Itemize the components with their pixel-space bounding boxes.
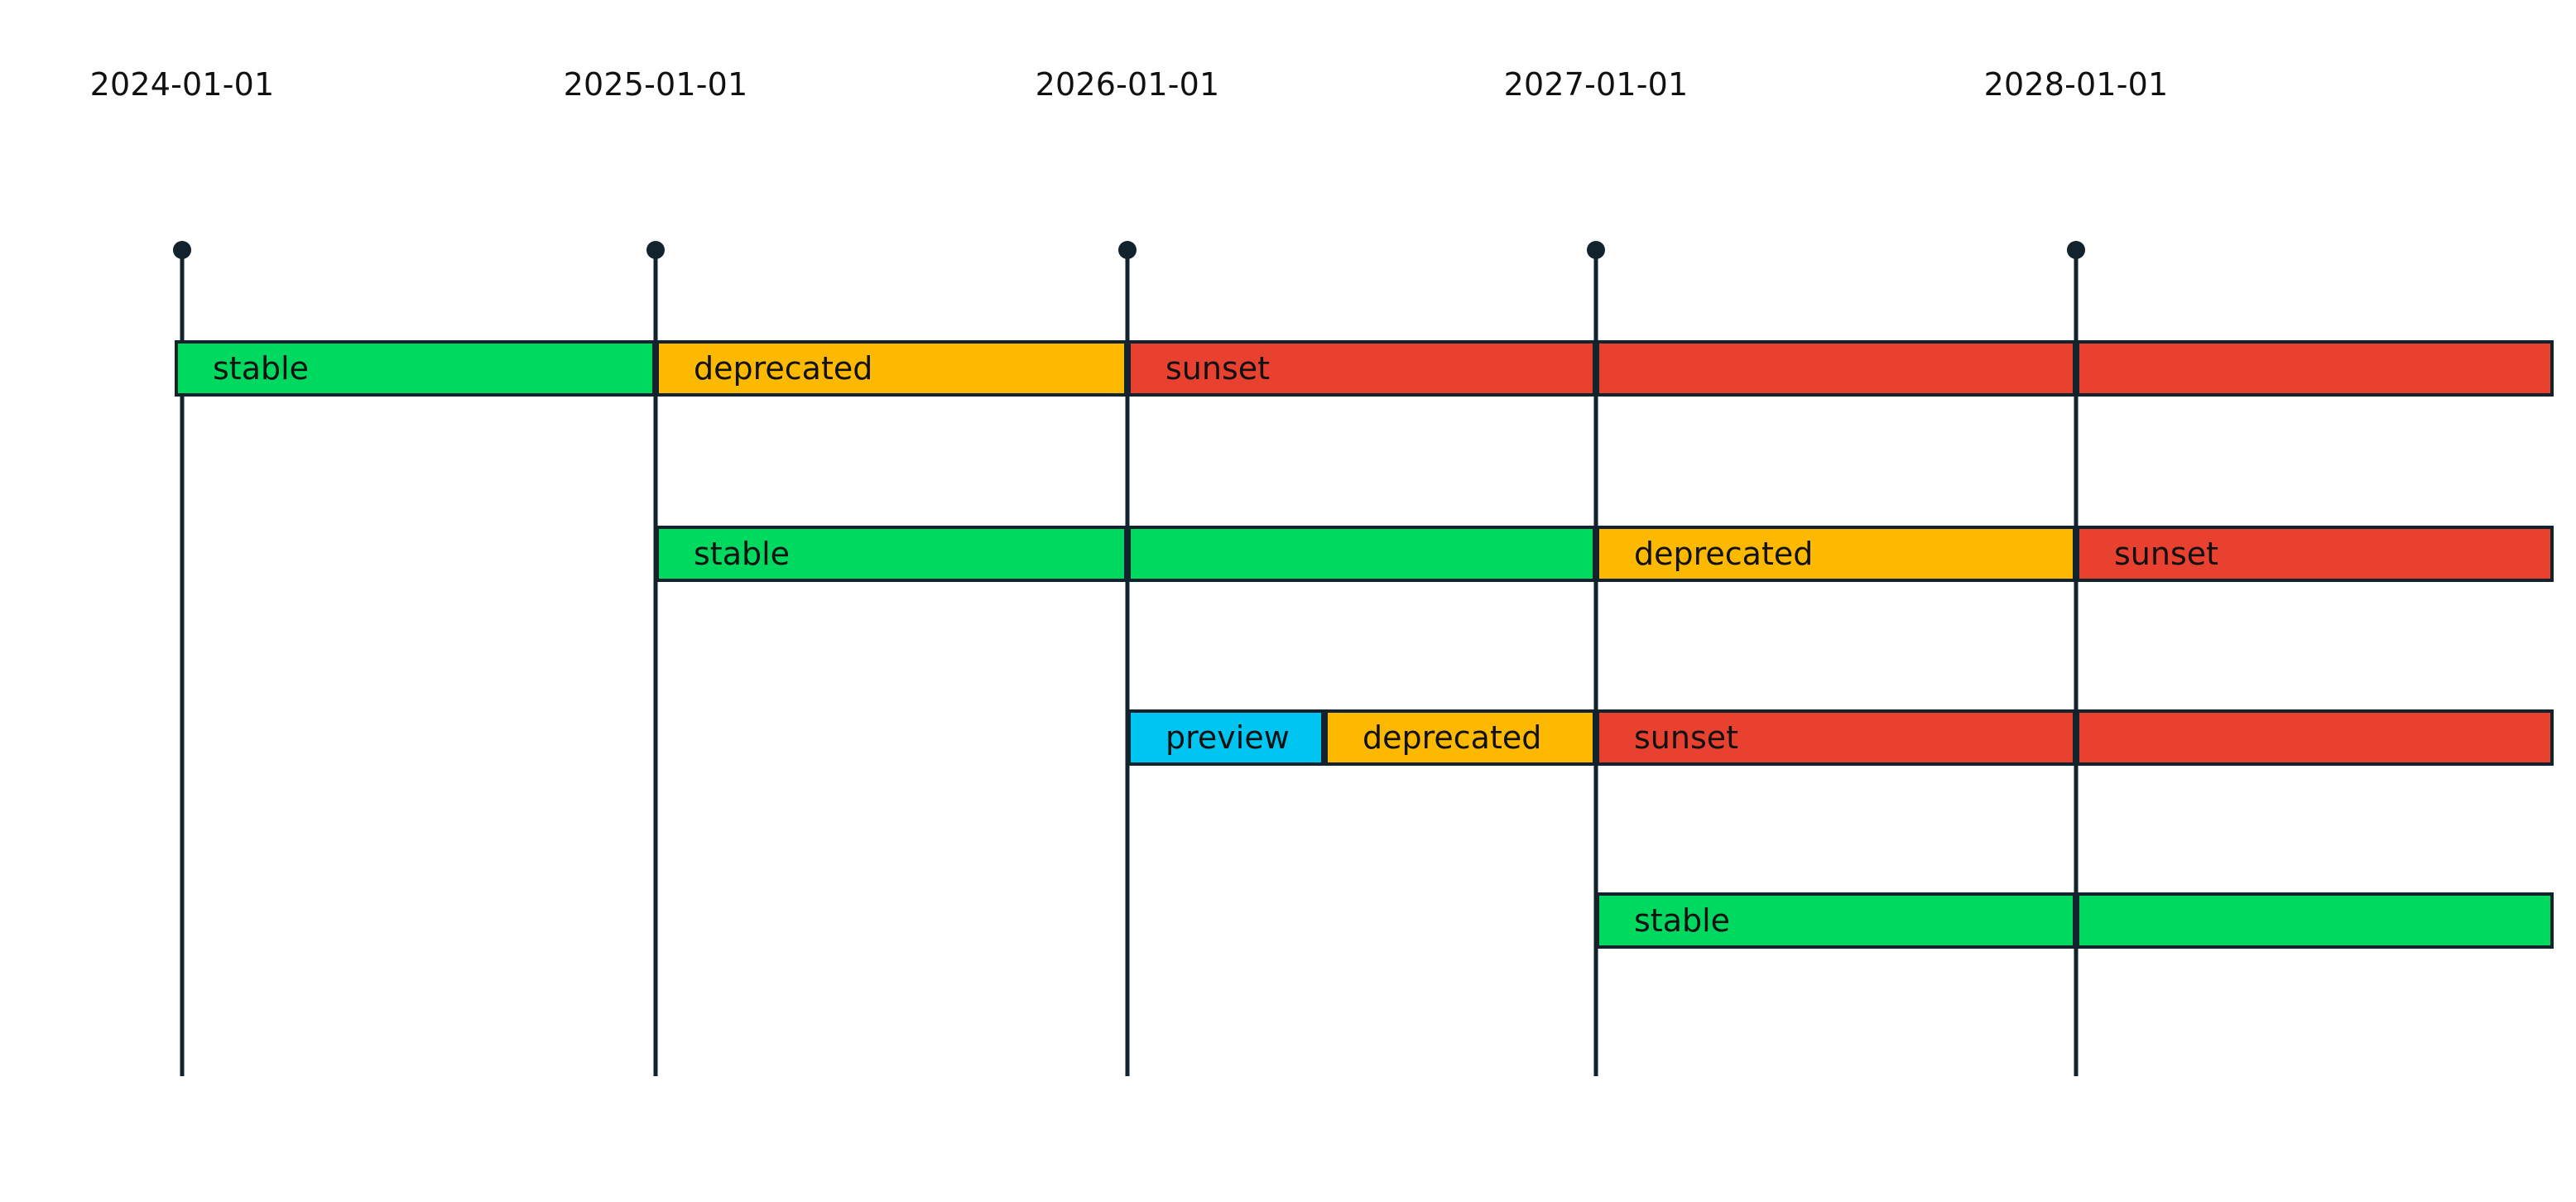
- timeline-segment-sunset[interactable]: [2076, 709, 2554, 766]
- grid-line: [1593, 250, 1598, 1076]
- timeline-segment-sunset[interactable]: sunset: [1127, 340, 1596, 397]
- tick-dot-icon: [1118, 241, 1137, 259]
- tick-dot-icon: [2067, 241, 2085, 259]
- axis-tick-label: 2027-01-01: [1503, 66, 1689, 103]
- timeline-segment-sunset[interactable]: sunset: [1596, 709, 2076, 766]
- timeline-segment-label: stable: [694, 536, 791, 572]
- timeline-segment-deprecated[interactable]: deprecated: [656, 340, 1127, 397]
- timeline-row: preview deprecated sunset: [0, 709, 2576, 766]
- timeline-row: stable: [0, 892, 2576, 949]
- timeline-segment-label: deprecated: [694, 350, 873, 387]
- timeline-segment-label: stable: [1634, 902, 1731, 939]
- timeline-segment-sunset[interactable]: sunset: [2076, 526, 2554, 582]
- timeline-segment-label: preview: [1165, 719, 1290, 756]
- timeline-row: stable deprecated sunset: [0, 340, 2576, 397]
- timeline-segment-stable[interactable]: stable: [656, 526, 1127, 582]
- timeline-segment-label: sunset: [2114, 536, 2219, 572]
- grid-line: [1125, 250, 1130, 1076]
- axis-tick-label: 2024-01-01: [89, 66, 275, 103]
- axis-tick-label: 2026-01-01: [1035, 66, 1220, 103]
- timeline-segment-deprecated[interactable]: deprecated: [1324, 709, 1596, 766]
- timeline-segment-label: sunset: [1165, 350, 1271, 387]
- tick-dot-icon: [1587, 241, 1605, 259]
- grid-line: [653, 250, 658, 1076]
- timeline-row: stable deprecated sunset: [0, 526, 2576, 582]
- tick-dot-icon: [646, 241, 665, 259]
- timeline-segment-sunset[interactable]: [1596, 340, 2076, 397]
- grid-line: [180, 250, 185, 1076]
- timeline-segment-label: stable: [213, 350, 310, 387]
- axis-tick-label: 2028-01-01: [1983, 66, 2169, 103]
- timeline-segment-stable[interactable]: [2076, 892, 2554, 949]
- timeline-segment-stable[interactable]: [1127, 526, 1596, 582]
- timeline-segment-label: deprecated: [1362, 719, 1542, 756]
- timeline-segment-preview[interactable]: preview: [1127, 709, 1324, 766]
- timeline-segment-stable[interactable]: stable: [175, 340, 656, 397]
- timeline-segment-sunset[interactable]: [2076, 340, 2554, 397]
- timeline-segment-stable[interactable]: stable: [1596, 892, 2076, 949]
- axis-tick-label: 2025-01-01: [563, 66, 748, 103]
- timeline-segment-label: sunset: [1634, 719, 1739, 756]
- timeline-segment-label: deprecated: [1634, 536, 1814, 572]
- timeline-segment-deprecated[interactable]: deprecated: [1596, 526, 2076, 582]
- grid-line: [2074, 250, 2079, 1076]
- tick-dot-icon: [173, 241, 191, 259]
